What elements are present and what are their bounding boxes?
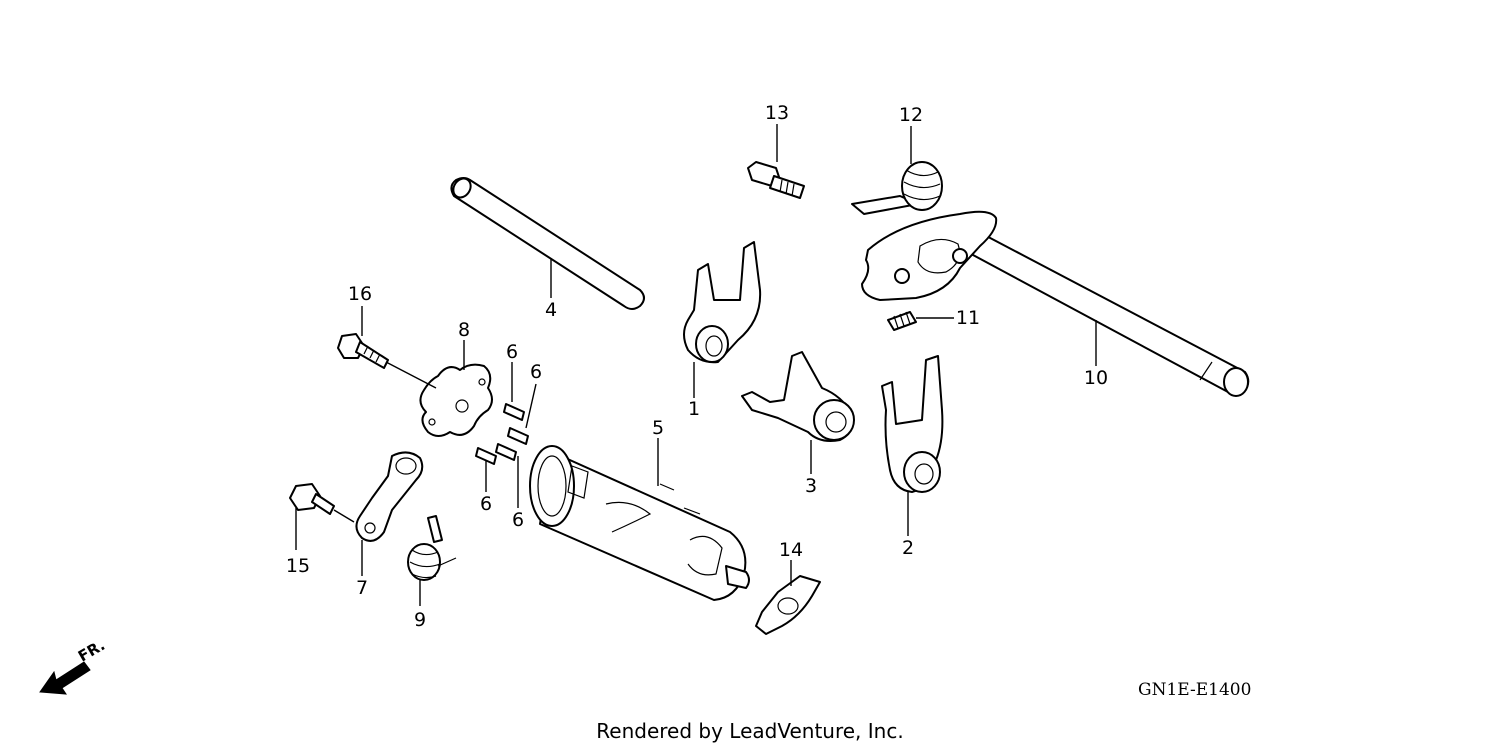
part-7-stopper-arm [355,451,424,542]
part-13-bolt [747,161,805,199]
part-1-shift-fork [683,241,762,364]
callout-8: 8 [458,319,470,341]
callout-9: 9 [414,609,426,631]
part-10-shift-spindle [861,210,1250,397]
part-11-spring [887,311,917,331]
part-2-shift-fork [881,355,944,493]
callout-2: 2 [902,537,914,559]
callout-6-right: 6 [530,361,542,383]
leader-lines [295,124,1097,606]
front-direction-arrow: FR. [39,636,108,695]
callout-1: 1 [688,398,700,420]
callout-6-top: 6 [506,341,518,363]
callout-13: 13 [765,102,789,124]
callout-15: 15 [286,555,310,577]
callout-12: 12 [899,104,923,126]
part-14-plate [755,575,821,635]
part-9-spring [407,515,457,581]
callout-10: 10 [1084,367,1108,389]
direction-label: FR. [75,636,108,665]
callout-6-left: 6 [480,493,492,515]
diagram-code: GN1E-E1400 [1138,680,1251,700]
callout-11: 11 [956,307,980,329]
callout-14: 14 [779,539,803,561]
callout-5: 5 [652,417,664,439]
callout-7: 7 [356,577,368,599]
callout-3: 3 [805,475,817,497]
callout-4: 4 [545,299,557,321]
part-6-pins [475,403,529,465]
part-12-spring [851,161,943,215]
part-3-shift-fork [741,351,855,442]
render-credit: Rendered by LeadVenture, Inc. [596,719,903,743]
callout-16: 16 [348,283,372,305]
part-16-bolt [337,333,389,369]
callout-labels: 1 2 3 4 5 6 6 6 6 7 8 9 10 11 12 13 14 1… [286,102,1108,631]
arrow-icon [39,661,91,695]
callout-6-bottom: 6 [512,509,524,531]
part-8-stopper-plate [419,363,493,437]
part-5-shift-drum [529,445,750,601]
part-4-fork-shaft [450,177,645,310]
part-15-bolt [289,483,335,515]
